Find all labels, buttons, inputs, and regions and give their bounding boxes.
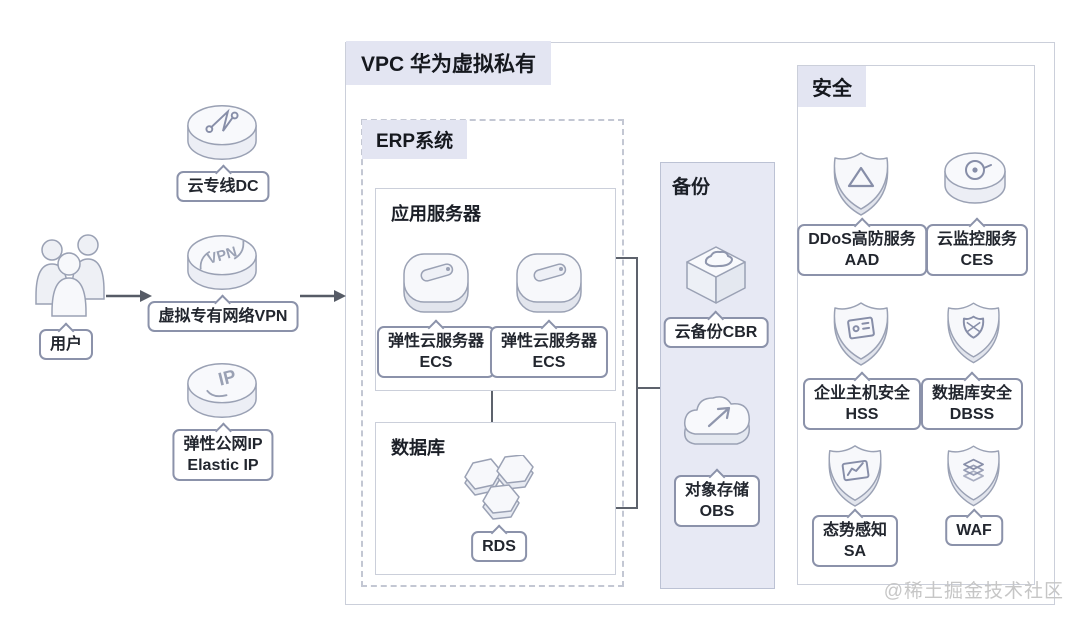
arrow-right-icon bbox=[106, 289, 152, 303]
database-title: 数据库 bbox=[391, 438, 445, 458]
direct-connect-glyph bbox=[205, 108, 239, 133]
ddos-shield-icon bbox=[825, 148, 898, 216]
users-icon bbox=[28, 234, 116, 318]
dbss-label-bubble: 数据库安全 DBSS bbox=[920, 378, 1024, 430]
backup-title: 备份 bbox=[672, 177, 711, 198]
obs-label-bubble: 对象存储 OBS bbox=[673, 475, 761, 527]
ecs-label-bubble: 弹性云服务器 ECS bbox=[489, 326, 609, 378]
waf-label-bubble: WAF bbox=[945, 515, 1003, 546]
cloud-backup-cube-icon bbox=[681, 242, 752, 312]
erp-title-chip: ERP系统 bbox=[362, 120, 468, 159]
aad-label-bubble: DDoS高防服务 AAD bbox=[797, 224, 927, 276]
vpn-disk-icon: VPN bbox=[183, 226, 261, 300]
vpn-glyph-text: VPN bbox=[206, 244, 239, 268]
elastic-ip-glyph-text: IP bbox=[216, 365, 238, 390]
vpc-title-chip: VPC 华为虚拟私有 bbox=[346, 41, 552, 85]
object-storage-cloud-icon bbox=[679, 390, 756, 460]
hss-label-bubble: 企业主机安全 HSS bbox=[802, 378, 922, 430]
ecs-server-icon bbox=[396, 246, 476, 320]
watermark: @稀土掘金技术社区 bbox=[883, 581, 1064, 602]
eip-label-bubble: 弹性公网IP Elastic IP bbox=[172, 429, 274, 481]
rds-hexagons-icon bbox=[461, 455, 537, 527]
situation-awareness-shield-icon bbox=[819, 441, 892, 507]
ecs-label-bubble: 弹性云服务器 ECS bbox=[376, 326, 496, 378]
cbr-label-bubble: 云备份CBR bbox=[663, 317, 769, 348]
database-security-shield-icon bbox=[939, 298, 1009, 364]
host-security-shield-icon bbox=[825, 298, 898, 366]
rds-label-bubble: RDS bbox=[471, 531, 527, 562]
user-label-bubble: 用户 bbox=[38, 329, 94, 360]
connector-to-backup bbox=[636, 387, 661, 389]
security-title-chip: 安全 bbox=[798, 66, 866, 107]
connector-bracket-top bbox=[616, 257, 638, 259]
ecs-server-icon bbox=[509, 246, 589, 320]
sa-label-bubble: 态势感知 SA bbox=[811, 515, 899, 567]
cloud-eye-disk-icon bbox=[941, 148, 1010, 214]
ces-label-bubble: 云监控服务 CES bbox=[925, 224, 1029, 276]
arrow-right-icon bbox=[300, 289, 346, 303]
dc-label-bubble: 云专线DC bbox=[176, 171, 270, 202]
app-server-title: 应用服务器 bbox=[391, 204, 481, 224]
direct-connect-disk-icon bbox=[183, 96, 261, 170]
connector-app-db bbox=[491, 391, 493, 422]
waf-shield-icon bbox=[939, 441, 1009, 507]
vpn-label-bubble: 虚拟专有网络VPN bbox=[147, 301, 299, 332]
erp-dashed-box bbox=[361, 119, 624, 587]
connector-bracket-bottom bbox=[616, 507, 638, 509]
elastic-ip-disk-icon: IP bbox=[183, 354, 261, 428]
connector-bracket-vertical bbox=[636, 257, 638, 509]
